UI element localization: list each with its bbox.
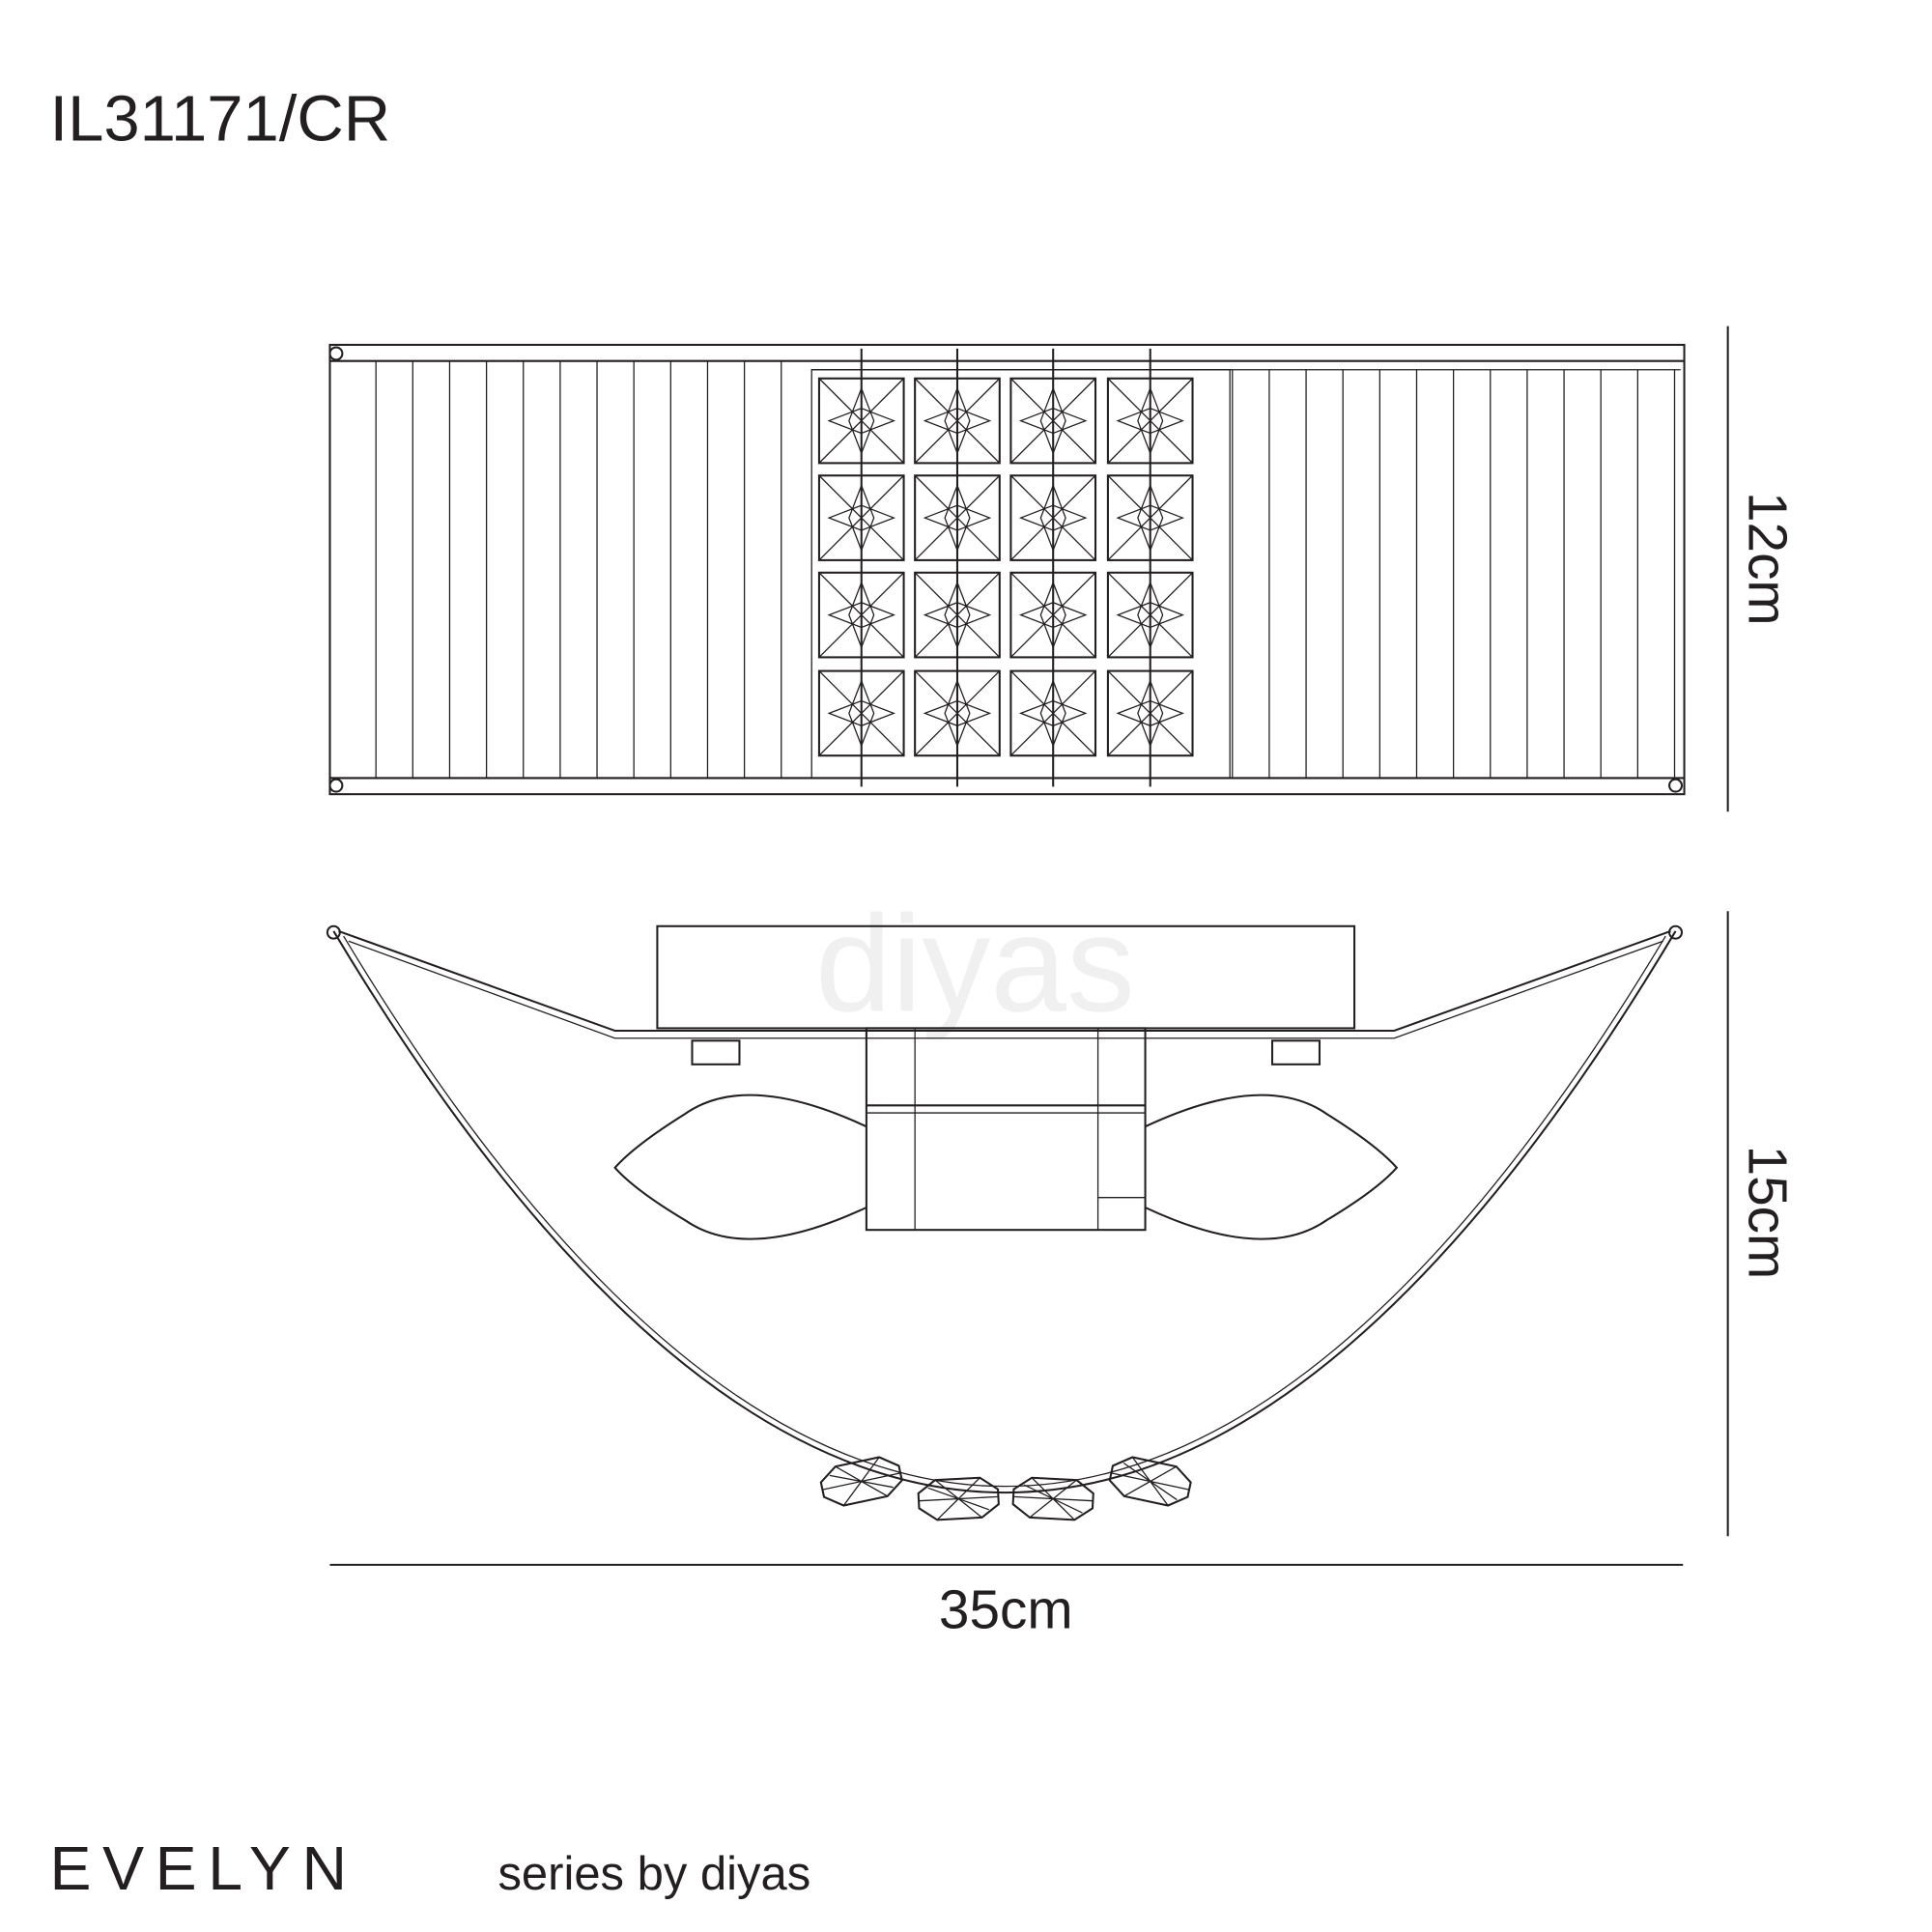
lamp-bracket — [865, 1027, 1147, 1232]
height-label-top: 12cm — [1737, 492, 1798, 626]
crystal-square — [817, 669, 905, 757]
crystal-square — [914, 377, 1001, 465]
rod-end — [328, 778, 344, 793]
crystal-square — [1106, 669, 1194, 757]
crystal-square — [1009, 377, 1097, 465]
crystal-square — [1009, 571, 1097, 659]
rod-end — [1668, 778, 1684, 793]
crystal-square — [914, 669, 1001, 757]
series-tagline: series by diyas — [497, 1848, 810, 1900]
crystal-square — [914, 571, 1001, 659]
rod-end — [328, 346, 344, 361]
bulb-left — [613, 1094, 867, 1240]
crystal-square — [914, 474, 1001, 561]
series-name: EVELYN — [50, 1833, 358, 1903]
side-view — [326, 924, 1684, 1521]
crystal-square — [1106, 571, 1194, 659]
crystal-bead — [917, 1476, 1000, 1521]
crystal-square — [817, 474, 905, 561]
crystal-square — [1009, 474, 1097, 561]
crystal-panel — [810, 369, 1231, 780]
crystal-bead — [819, 1456, 903, 1507]
model-code: IL31171/CR — [50, 83, 391, 156]
height-label-side: 15cm — [1737, 1146, 1798, 1280]
crystal-square — [1106, 474, 1194, 561]
watermark: diyas — [815, 888, 1135, 1040]
fixing-screw — [1270, 1039, 1321, 1065]
bulb-right — [1145, 1094, 1399, 1240]
crystal-bead — [1108, 1456, 1192, 1507]
crystal-square — [817, 377, 905, 465]
crystal-bead — [1011, 1476, 1094, 1521]
top-view — [328, 343, 1686, 796]
width-label: 35cm — [939, 1580, 1073, 1641]
crystal-square — [1106, 377, 1194, 465]
fixing-screw — [691, 1039, 741, 1065]
glass-bowl — [332, 930, 1677, 1494]
crystal-square — [817, 571, 905, 659]
top-view-frame — [328, 343, 1686, 796]
crystal-square — [1009, 669, 1097, 757]
